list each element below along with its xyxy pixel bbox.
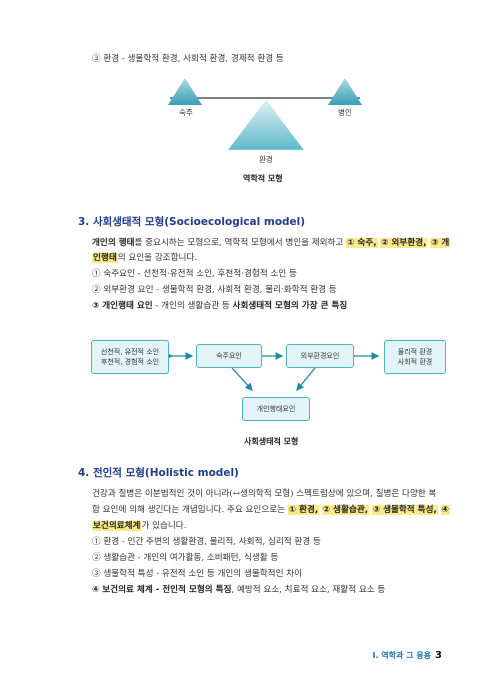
hl-external: ② 외부환경, — [380, 238, 428, 248]
hl-healthcare-num: ④ — [440, 505, 450, 515]
hl-healthcare: 보건의료체계 — [92, 521, 142, 531]
box-right-line2: 사회적 환경 — [397, 358, 433, 366]
box-behavior: 개인행태요인 — [242, 397, 310, 421]
section4-para-line2: 합 요인에 의해 생긴다는 개념입니다. 주요 요인으로는 ① 환경, ② 생활… — [92, 504, 450, 516]
epidemiologic-triad-diagram — [168, 78, 362, 151]
p3-end: 가 있습니다. — [141, 521, 187, 531]
hl-lifestyle: ② 생활습관, — [321, 505, 370, 515]
hl-host: ① 숙주, — [346, 238, 378, 248]
section3-title: 3. 사회생태적 모형(Socioecological model) — [78, 216, 306, 228]
item3-bold: ③ 개인행태 요인 — [92, 301, 153, 311]
item3-bold2: 사회생태적 모형의 가장 큰 특징 — [232, 301, 348, 311]
section4-item-3: ③ 생물학적 특성 - 유전적 소인 등 개인의 생물학적인 차이 — [92, 569, 303, 579]
hl-behavior: ③ 개 — [430, 238, 451, 248]
box-external-env: 외부환경요인 — [286, 344, 354, 368]
box-host: 숙주요인 — [196, 344, 262, 368]
page-number: 3 — [435, 650, 442, 661]
item3-mid: - 개인의 생활습관 등 — [152, 301, 233, 311]
hl-behavior-cont: 인행태 — [92, 253, 118, 263]
intro-mid: 를 중요시하는 모형으로, 역학적 모형에서 병인을 제외하고 — [134, 238, 347, 248]
section3-item-3: ③ 개인행태 요인 - 개인의 생활습관 등 사회생태적 모형의 가장 큰 특징 — [92, 300, 347, 312]
hl-environment: ① 환경, — [287, 505, 320, 515]
socioecological-diagram-arrows — [165, 352, 380, 392]
arrow-env-behavior — [296, 367, 316, 392]
box-physical-social: 물리적 환경 사회적 환경 — [384, 340, 446, 374]
host-label: 숙주 — [179, 108, 193, 117]
section4-item-1: ① 환경 - 인간 주변의 생활환경, 물리적, 사회적, 심리적 환경 등 — [92, 537, 321, 547]
agent-triangle — [328, 78, 362, 105]
section4-title: 4. 전인적 모형(Holistic model) — [78, 467, 239, 479]
footer-chapter: I. 역학과 그 응용 — [372, 651, 432, 660]
host-triangle — [168, 78, 202, 105]
environment-item: ③ 환경 - 생물학적 환경, 사회적 환경, 경제적 환경 등 — [92, 54, 284, 64]
box-right-line1: 물리적 환경 — [397, 348, 433, 356]
arrow-host-behavior — [231, 367, 253, 391]
section4-para-line1: 건강과 질병은 이분법적인 것이 아니라(↔생의학적 모형) 스펙트럼상에 있으… — [92, 489, 437, 499]
item4-end: , 예방적 요소, 치료적 요소, 재활적 요소 등 — [231, 585, 386, 595]
section3-intro-line2: 인행태의 요인을 강조합니다. — [92, 252, 197, 264]
section4-item-4: ④ 보건의료 체계 - 전인적 모형의 특징, 예방적 요소, 치료적 요소, … — [92, 584, 385, 596]
agent-label: 병인 — [338, 108, 352, 117]
section3-item-1: ① 숙주요인 - 선천적·유전적 소인, 후천적·경험적 소인 등 — [92, 269, 297, 279]
section3-intro-line1: 개인의 행태를 중요시하는 모형으로, 역학적 모형에서 병인을 제외하고 ① … — [92, 237, 451, 249]
section4-item-2: ② 생활습관 - 개인의 여가활동, 소비패턴, 식생활 등 — [92, 553, 279, 563]
environment-label: 환경 — [259, 155, 273, 164]
socioecological-caption: 사회생태적 모형 — [244, 437, 299, 446]
item4-bold: ④ 보건의료 체계 - 전인적 모형의 특징 — [92, 585, 232, 595]
section4-para-line3: 보건의료체계가 있습니다. — [92, 520, 186, 532]
hl-biology: ③ 생물학적 특성, — [371, 505, 438, 515]
intro-bold: 개인의 행태 — [92, 238, 135, 248]
intro-end: 의 요인을 강조합니다. — [117, 253, 198, 263]
box-congenital-line2: 후천적, 경험적 소인 — [100, 358, 160, 366]
p2-pre: 합 요인에 의해 생긴다는 개념입니다. 주요 요인으로는 — [92, 505, 288, 515]
box-congenital: 선천적, 유전적 소인 후천적, 경험적 소인 — [91, 340, 169, 374]
triad-caption: 역학적 모형 — [243, 174, 283, 183]
box-congenital-line1: 선천적, 유전적 소인 — [100, 348, 160, 356]
environment-triangle — [227, 99, 305, 151]
section3-item-2: ② 외부환경 요인 - 생물학적 환경, 사회적 환경, 물리·화학적 환경 등 — [92, 285, 337, 295]
